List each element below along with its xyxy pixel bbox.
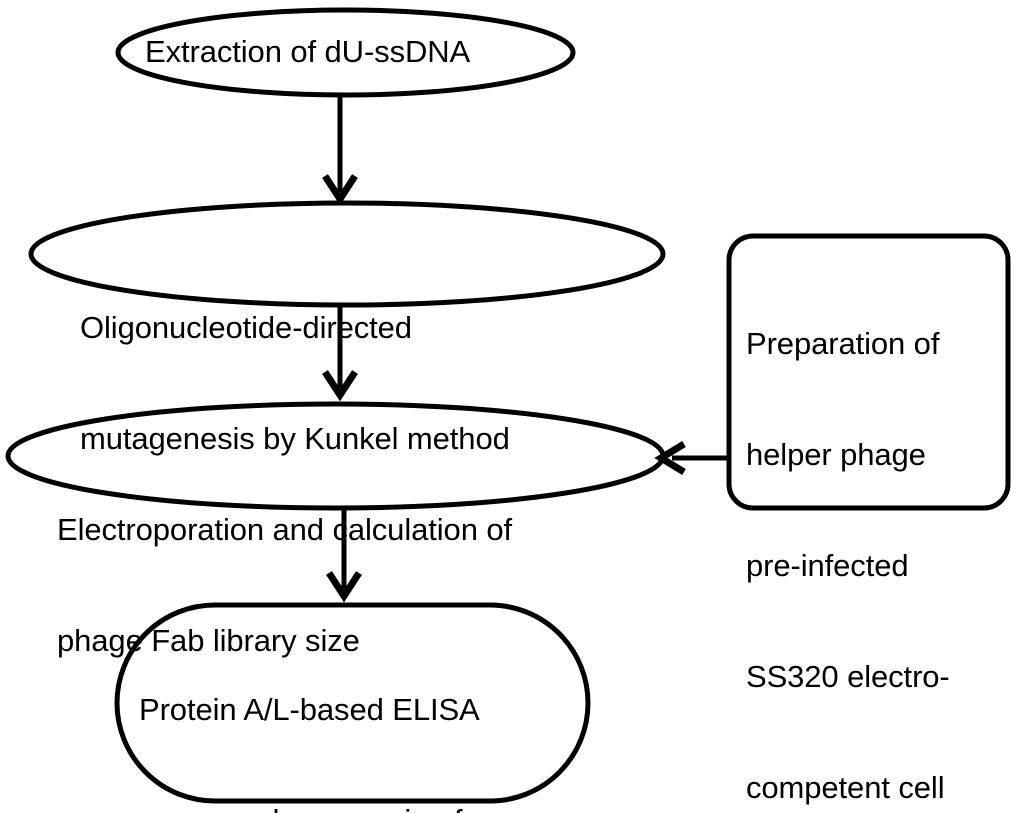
edge-extraction-to-mutagenesis <box>322 97 358 206</box>
node-extraction-shape[interactable] <box>115 7 576 98</box>
node-extraction-label: Extraction of dU-ssDNA <box>145 34 471 69</box>
node-helper-phage-shape[interactable] <box>726 233 1011 511</box>
node-helper-phage-line-4: SS320 electro- <box>746 659 950 694</box>
node-electroporation-line-1: Electroporation and calculation of <box>57 512 513 547</box>
node-electroporation-line-2: phage Fab library size <box>57 623 360 658</box>
node-mutagenesis-line-1: Oligonucleotide-directed <box>80 310 412 345</box>
node-helper-phage-line-5: competent cell <box>746 770 945 805</box>
node-mutagenesis-line-2: mutagenesis by Kunkel method <box>80 421 510 456</box>
node-helper-phage-line-2: helper phage <box>746 437 926 472</box>
node-helper-phage-line-3: pre-infected <box>746 548 909 583</box>
edge-mutagenesis-to-electroporation <box>322 307 358 402</box>
node-helper-phage-line-1: Preparation of <box>746 326 940 361</box>
node-electroporation-label: Electroporation and calculation of phage… <box>57 437 657 733</box>
node-mutagenesis-label: Oligonucleotide-directed mutagenesis by … <box>80 235 640 531</box>
node-mutagenesis-shape[interactable] <box>28 200 666 308</box>
node-elisa-line-2: assay and sequencing for <box>139 802 579 813</box>
node-elisa-label: Protein A/L-based ELISA assay and sequen… <box>139 617 579 813</box>
node-elisa-line-1: Protein A/L-based ELISA <box>139 692 480 727</box>
edge-helper-phage-to-electroporation <box>654 441 731 475</box>
node-helper-phage-label: Preparation of helper phage pre-infected… <box>746 251 1011 813</box>
edge-electroporation-to-elisa <box>326 510 362 603</box>
node-elisa-shape[interactable] <box>114 602 591 804</box>
